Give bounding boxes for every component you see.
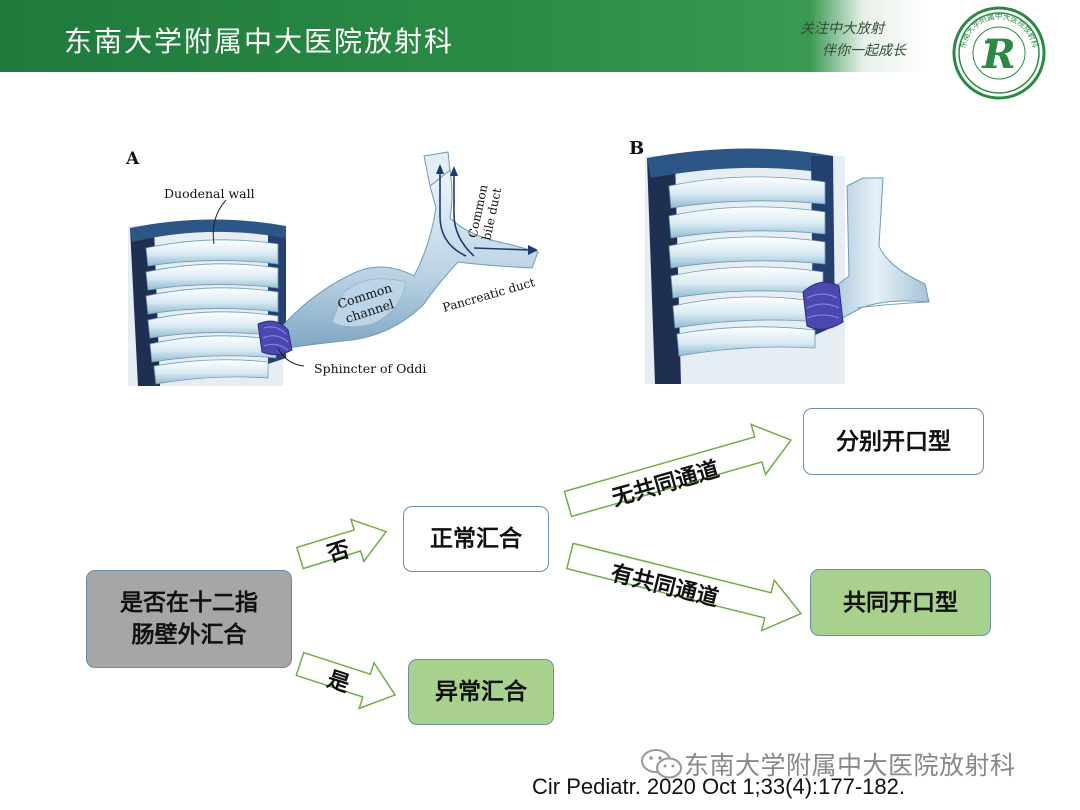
panel-label-b: B (629, 138, 644, 159)
duodenal-folds (145, 239, 279, 385)
header-title: 东南大学附属中大医院放射科 (64, 25, 455, 58)
slogan-line-1: 关注中大放射 (800, 21, 884, 37)
normal-junction-box: 正常汇合 (403, 506, 549, 572)
header-banner: 东南大学附属中大医院放射科 关注中大放射 伴你一起成长 (0, 0, 1080, 72)
slogan-line-2: 伴你一起成长 (822, 43, 906, 59)
root-question-line-1: 是否在十二指 (120, 590, 258, 616)
separate-opening-box: 分别开口型 (803, 408, 984, 475)
duodenal-folds-b (668, 176, 826, 357)
duct-flow-arrows (439, 170, 531, 257)
sphincter-b-shape (802, 281, 844, 330)
arrow-no (295, 518, 388, 570)
label-sphincter-of-oddi: Sphincter of Oddi (314, 361, 426, 376)
sphincter-of-oddi-shape (257, 320, 293, 356)
watermark: 东南大学附属中大医院放射科 (640, 746, 1016, 782)
wechat-icon (641, 749, 682, 779)
logo-letter: R (981, 31, 1015, 78)
root-question-line-2: 肠壁外汇合 (131, 622, 247, 648)
abnormal-junction-box: 异常汇合 (408, 659, 554, 725)
arrow-has-common-channel (565, 542, 803, 632)
figure-a-anatomy: A Duodenal wall Common channel Common bi… (125, 149, 539, 386)
label-duodenal-wall: Duodenal wall (164, 186, 255, 201)
root-question-box: 是否在十二指 肠壁外汇合 (86, 570, 292, 668)
panel-label-a: A (125, 149, 140, 169)
figure-b-anatomy: B (629, 138, 930, 384)
common-opening-box: 共同开口型 (810, 569, 991, 636)
watermark-text: 东南大学附属中大医院放射科 (684, 751, 1016, 780)
arrow-yes (295, 651, 397, 710)
header-slogan: 关注中大放射 伴你一起成长 (800, 18, 906, 62)
arrow-no-common-channel (563, 423, 793, 518)
hospital-logo-icon: 东南大学附属中大医院放射科 R (952, 6, 1046, 100)
citation: Cir Pediatr. 2020 Oct 1;33(4):177-182. (532, 774, 905, 799)
